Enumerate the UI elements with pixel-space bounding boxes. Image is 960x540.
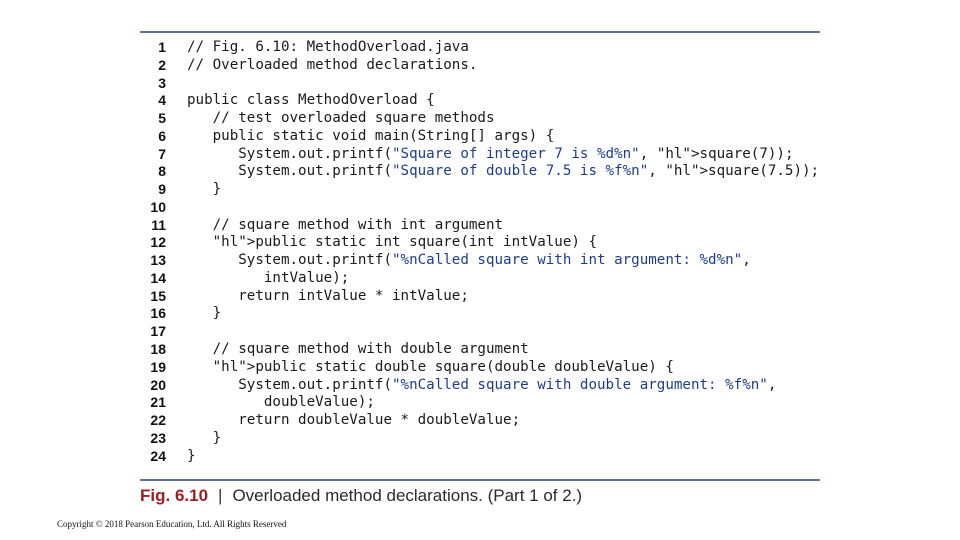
- line-number: 7: [158, 145, 166, 162]
- code-text: System.out.printf("Square of integer 7 i…: [187, 145, 794, 162]
- code-text: // square method with int argument: [187, 216, 504, 233]
- line-number: 13: [150, 252, 166, 269]
- code-text: return doubleValue * doubleValue;: [187, 412, 521, 429]
- code-text: }: [187, 305, 222, 322]
- code-line: 21 doubleValue);: [140, 394, 820, 412]
- code-text: intValue);: [187, 269, 350, 286]
- line-number: 11: [151, 216, 166, 233]
- code-line: 11 // square method with int argument: [140, 217, 820, 235]
- bottom-rule: [140, 479, 820, 481]
- line-number: 10: [150, 198, 166, 215]
- line-number: 21: [150, 394, 166, 411]
- code-line: 2 // Overloaded method declarations.: [140, 57, 820, 75]
- line-number: 9: [158, 181, 166, 198]
- code-text: }: [187, 181, 222, 198]
- line-number: 22: [150, 412, 166, 429]
- code-line: 10: [140, 199, 820, 217]
- code-text: doubleValue);: [187, 394, 375, 411]
- figure-caption: Fig. 6.10 | Overloaded method declarations…: [140, 486, 582, 506]
- line-number: 19: [150, 358, 166, 375]
- code-line: 4 public class MethodOverload {: [140, 92, 820, 110]
- code-line: 9 }: [140, 181, 820, 199]
- code-text: // square method with double argument: [187, 341, 529, 358]
- code-text: "hl">public static int square(int intVal…: [212, 234, 598, 251]
- line-number: 4: [158, 92, 166, 109]
- top-rule: [140, 31, 820, 33]
- code-line: 13 System.out.printf("%nCalled square wi…: [140, 252, 820, 270]
- code-line: 18 // square method with double argument: [140, 341, 820, 359]
- copyright-notice: Copyright © 2018 Pearson Education, Ltd.…: [57, 519, 287, 529]
- line-number: 3: [158, 74, 166, 91]
- line-number: 16: [150, 305, 166, 322]
- code-text: }: [187, 429, 222, 446]
- line-number: 8: [158, 163, 166, 180]
- code-text: // Overloaded method declarations.: [187, 56, 478, 73]
- code-text: public class MethodOverload {: [187, 92, 435, 109]
- line-number: 1: [158, 39, 166, 55]
- caption-separator: |: [218, 486, 223, 505]
- code-line: 23 }: [140, 430, 820, 448]
- code-line: 17: [140, 323, 820, 341]
- line-number: 6: [158, 127, 166, 144]
- code-line: 3: [140, 75, 820, 93]
- code-line: 22 return doubleValue * doubleValue;: [140, 412, 820, 430]
- code-line: 8 System.out.printf("Square of double 7.…: [140, 163, 820, 181]
- code-line: 7 System.out.printf("Square of integer 7…: [140, 146, 820, 164]
- code-line: 1 // Fig. 6.10: MethodOverload.java: [140, 39, 820, 57]
- code-line: 6 public static void main(String[] args)…: [140, 128, 820, 146]
- code-text: "hl">public static double square(double …: [212, 358, 674, 375]
- code-text: }: [187, 447, 196, 464]
- line-number: 15: [150, 287, 166, 304]
- line-number: 12: [150, 234, 166, 251]
- line-number: 23: [150, 429, 166, 446]
- code-line: 5 // test overloaded square methods: [140, 110, 820, 128]
- line-number: 24: [150, 447, 166, 464]
- code-text: System.out.printf("%nCalled square with …: [187, 252, 751, 269]
- code-line: 15 return intValue * intValue;: [140, 288, 820, 306]
- line-number: 14: [150, 269, 166, 286]
- code-line: 20 System.out.printf("%nCalled square wi…: [140, 377, 820, 395]
- code-line: 16 }: [140, 305, 820, 323]
- code-text: return intValue * intValue;: [187, 287, 469, 304]
- line-number: 17: [150, 323, 166, 340]
- code-text: System.out.printf("%nCalled square with …: [187, 376, 777, 393]
- code-text: // test overloaded square methods: [187, 110, 495, 127]
- code-line: 14 intValue);: [140, 270, 820, 288]
- code-text: public static void main(String[] args) {: [187, 127, 555, 144]
- code-line: 19 "hl">public static double square(doub…: [140, 359, 820, 377]
- code-listing: 1 // Fig. 6.10: MethodOverload.java 2 // Ov…: [140, 39, 820, 465]
- code-line: 12 "hl">public static int square(int int…: [140, 234, 820, 252]
- caption-text: Overloaded method declarations. (Part 1 …: [232, 486, 583, 505]
- line-number: 5: [158, 110, 166, 127]
- line-number: 2: [158, 56, 166, 73]
- code-line: 24}: [140, 448, 820, 466]
- line-number: 18: [150, 341, 166, 358]
- line-number: 20: [150, 376, 166, 393]
- code-text: // Fig. 6.10: MethodOverload.java: [187, 39, 469, 55]
- code-text: System.out.printf("Square of double 7.5 …: [187, 163, 820, 180]
- figure-label: Fig. 6.10: [140, 486, 209, 505]
